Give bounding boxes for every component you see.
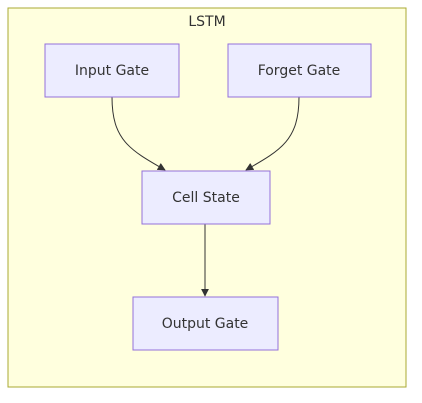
node-input-gate-box[interactable] (44, 43, 180, 98)
node-cell-state-box[interactable] (141, 170, 271, 225)
node-output-gate[interactable]: Output Gate (132, 296, 279, 351)
edges (111, 96, 300, 297)
node-forget-gate[interactable]: Forget Gate (227, 43, 372, 98)
node-input-gate-label: Input Gate (75, 63, 149, 79)
node-input-gate[interactable]: Input Gate (44, 43, 180, 98)
node-output-gate-box[interactable] (132, 296, 279, 351)
lstm-cluster-label: LSTM (188, 14, 225, 30)
node-cell-state[interactable]: Cell State (141, 170, 271, 225)
node-output-gate-label: Output Gate (162, 316, 249, 332)
node-forget-gate-label: Forget Gate (258, 63, 341, 79)
node-forget-gate-box[interactable] (227, 43, 372, 98)
edge-input-gate-to-cell-state (111, 96, 166, 171)
node-cell-state-label: Cell State (172, 190, 240, 206)
edge-forget-gate-to-cell-state (245, 96, 300, 171)
